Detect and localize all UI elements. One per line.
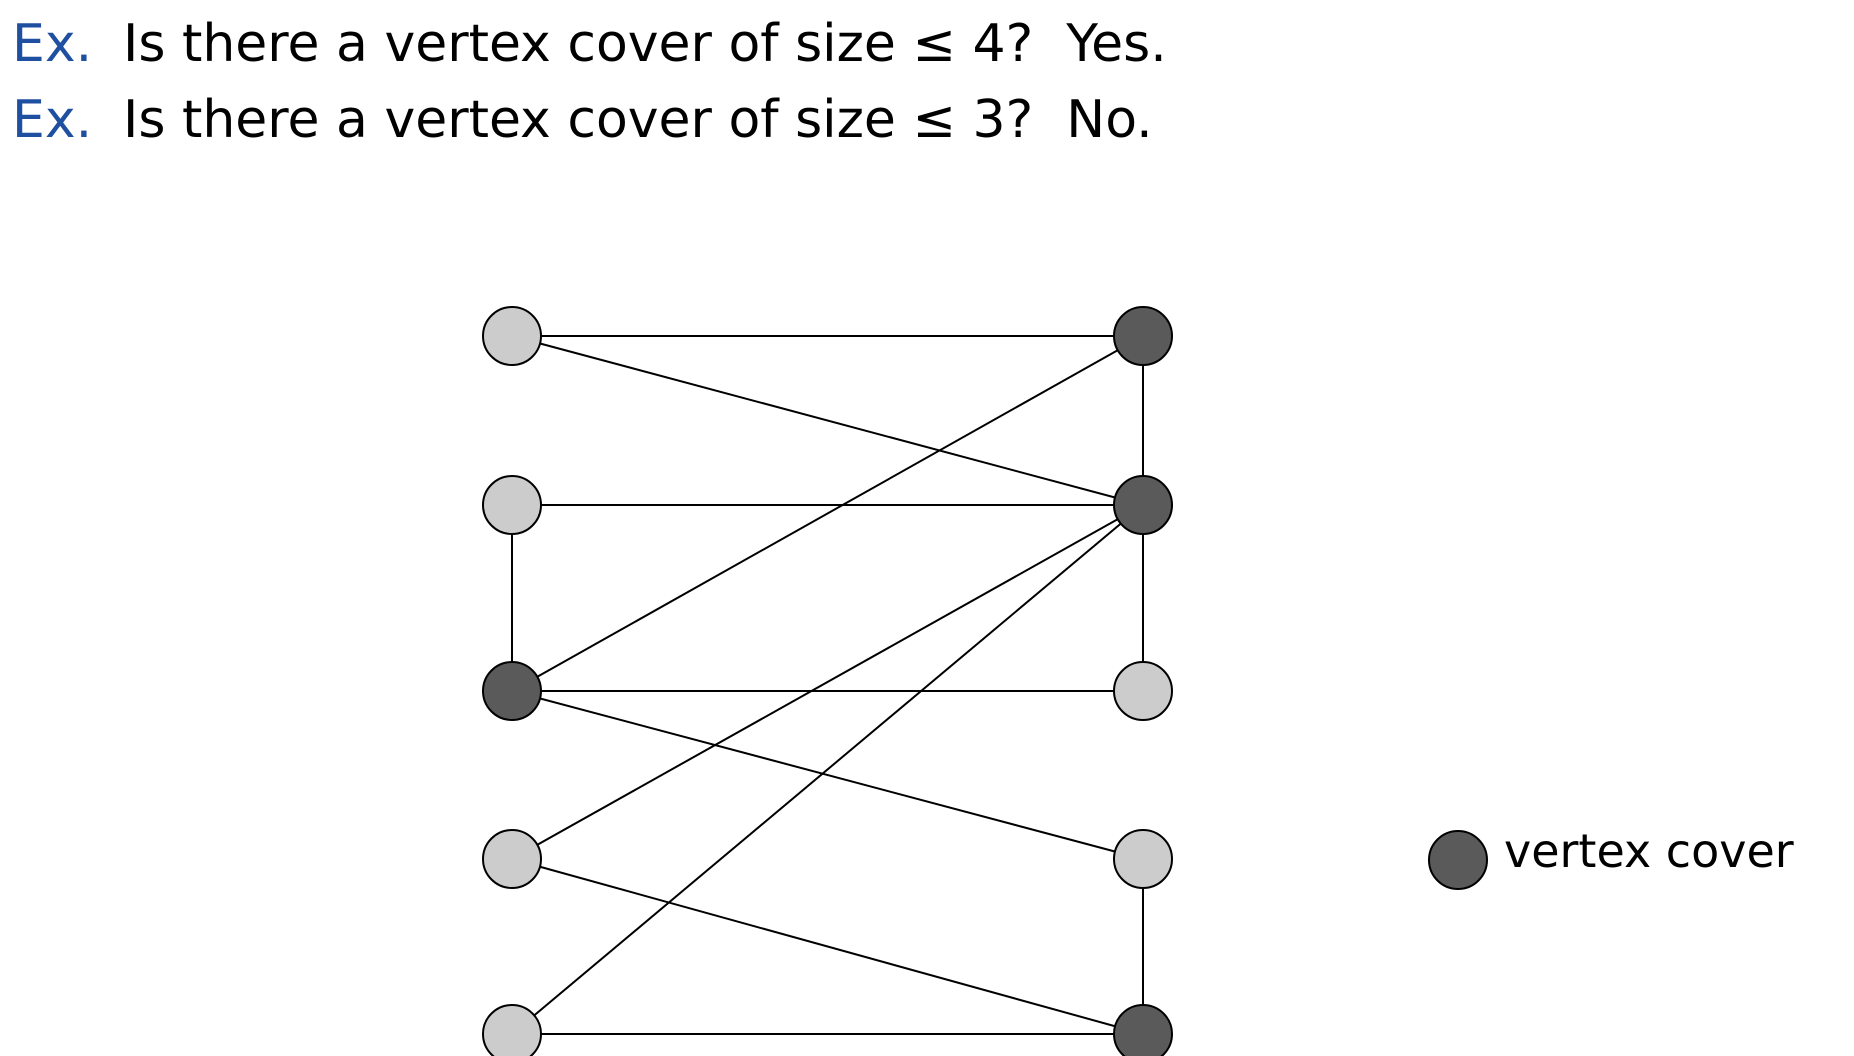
example-prefix: Ex. xyxy=(12,90,93,150)
graph-node-R2-cover xyxy=(1113,475,1173,535)
example-answer: No. xyxy=(1066,90,1153,150)
graph-node-R5-cover xyxy=(1113,1004,1173,1056)
example-line-2: Ex.Is there a vertex cover of size ≤ 3? … xyxy=(12,94,1153,146)
graph-node-L3-cover xyxy=(482,661,542,721)
graph-node-L1 xyxy=(482,306,542,366)
graph-node-R1-cover xyxy=(1113,306,1173,366)
example-prefix: Ex. xyxy=(12,14,93,74)
edge-L4-R5 xyxy=(511,858,1144,1035)
nodes xyxy=(482,306,1173,1056)
edge-L5-R2 xyxy=(511,504,1144,1035)
example-line-1: Ex.Is there a vertex cover of size ≤ 4? … xyxy=(12,18,1167,70)
legend-cover-node-icon xyxy=(1428,830,1488,890)
graph-node-L5 xyxy=(482,1004,542,1056)
edge-L1-R2 xyxy=(511,335,1144,506)
edge-L3-R1 xyxy=(511,335,1144,692)
edge-L3-R4 xyxy=(511,690,1144,860)
edges xyxy=(511,335,1144,1035)
graph-node-R4 xyxy=(1113,829,1173,889)
example-question: Is there a vertex cover of size ≤ 3? xyxy=(123,90,1034,150)
example-question: Is there a vertex cover of size ≤ 4? xyxy=(123,14,1034,74)
legend-label: vertex cover xyxy=(1504,824,1794,878)
graph-node-L4 xyxy=(482,829,542,889)
graph-node-R3 xyxy=(1113,661,1173,721)
graph-node-L2 xyxy=(482,475,542,535)
edge-L4-R2 xyxy=(511,504,1144,860)
example-answer: Yes. xyxy=(1066,14,1167,74)
